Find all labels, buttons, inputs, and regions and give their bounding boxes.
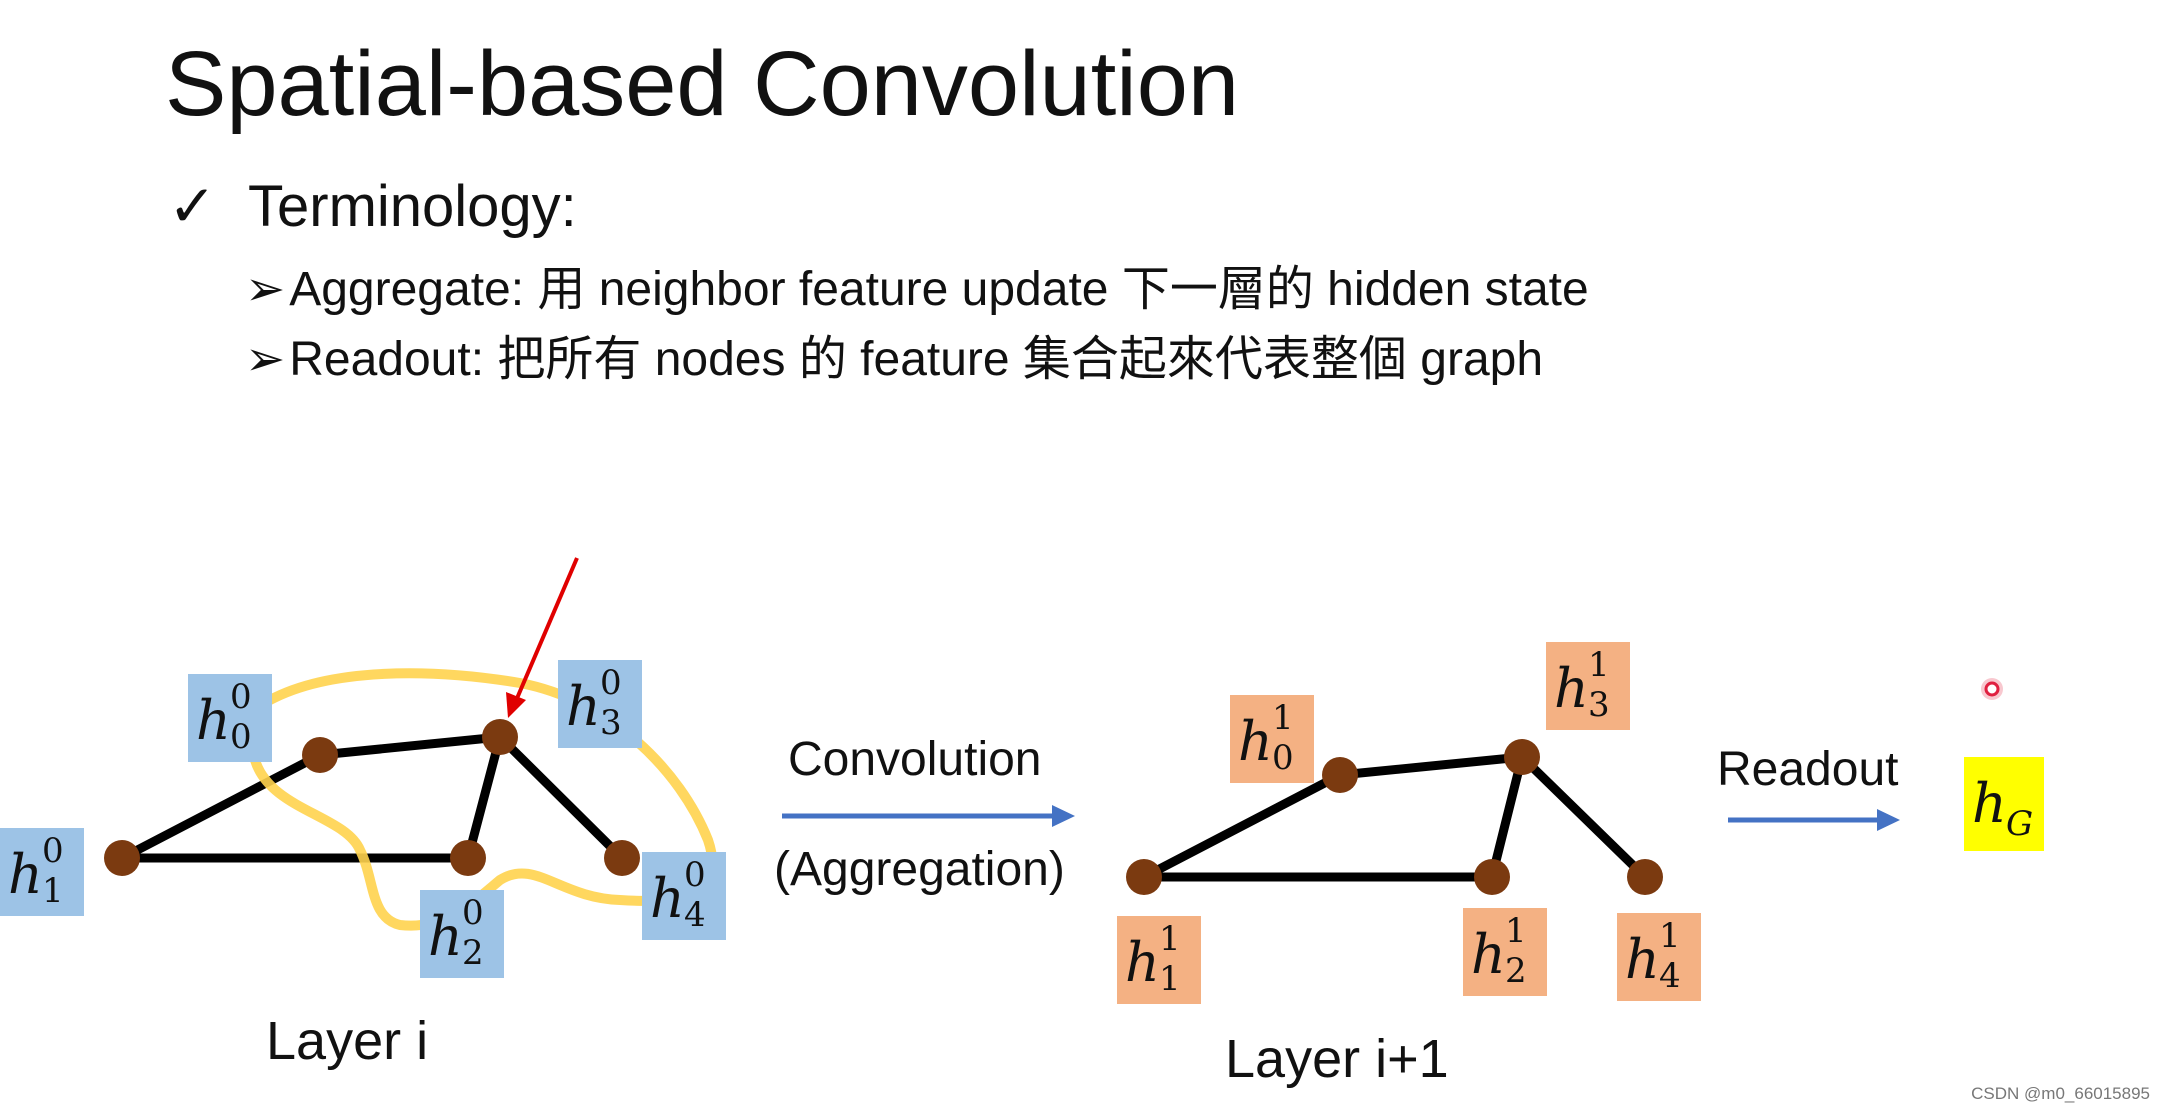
- layer-i1-edges: [1139, 752, 1650, 882]
- layer-i-caption: Layer i: [266, 1011, 429, 1071]
- arrow-bullet-icon: ➢: [245, 333, 286, 386]
- edge: [1487, 752, 1527, 882]
- graph-node: [302, 737, 338, 773]
- edge: [315, 732, 505, 760]
- edge: [1335, 752, 1527, 780]
- edge: [463, 732, 505, 863]
- aggregation-label: (Aggregation): [774, 843, 1065, 896]
- graph-node: [104, 840, 140, 876]
- graph-node: [482, 719, 518, 755]
- laser-pointer-icon: [1981, 678, 2003, 700]
- highlight-loop: [245, 668, 718, 931]
- bullet-aggregate: ➢Aggregate: 用 neighbor feature update 下一…: [245, 266, 1589, 314]
- layer-i1-nodes: [1126, 739, 1663, 895]
- arrow-bullet-icon: ➢: [245, 263, 286, 316]
- edge: [117, 750, 325, 863]
- edge: [495, 732, 627, 863]
- slide-title: Spatial-based Convolution: [165, 33, 1240, 135]
- bullet-readout: ➢Readout: 把所有 nodes 的 feature 集合起來代表整個 g…: [245, 336, 1543, 384]
- terminology-label: Terminology:: [248, 174, 577, 239]
- graph-node: [1504, 739, 1540, 775]
- pointer-arrow: [506, 557, 579, 718]
- edge: [1139, 770, 1345, 882]
- watermark-credit: CSDN @m0_66015895: [1971, 1084, 2150, 1103]
- graph-node: [1627, 859, 1663, 895]
- graph-node: [450, 840, 486, 876]
- checkmark-icon: ✓: [168, 174, 217, 239]
- terminology-heading: ✓Terminology:: [168, 178, 577, 236]
- convolution-label: Convolution: [788, 733, 1042, 786]
- layer-i1-caption: Layer i+1: [1225, 1029, 1449, 1089]
- edge: [1517, 752, 1650, 882]
- graph-node: [1126, 859, 1162, 895]
- graph-node: [1474, 859, 1510, 895]
- readout-arrow: [1728, 809, 1900, 831]
- graph-node: [604, 840, 640, 876]
- readout-label: Readout: [1717, 743, 1899, 796]
- graph-node: [1322, 757, 1358, 793]
- convolution-arrow: [782, 805, 1075, 827]
- bullet-readout-text: Readout: 把所有 nodes 的 feature 集合起來代表整個 gr…: [289, 333, 1544, 386]
- bullet-aggregate-text: Aggregate: 用 neighbor feature update 下一層…: [289, 263, 1589, 316]
- layer-i-nodes: [104, 719, 640, 876]
- layer-i-edges: [117, 732, 627, 863]
